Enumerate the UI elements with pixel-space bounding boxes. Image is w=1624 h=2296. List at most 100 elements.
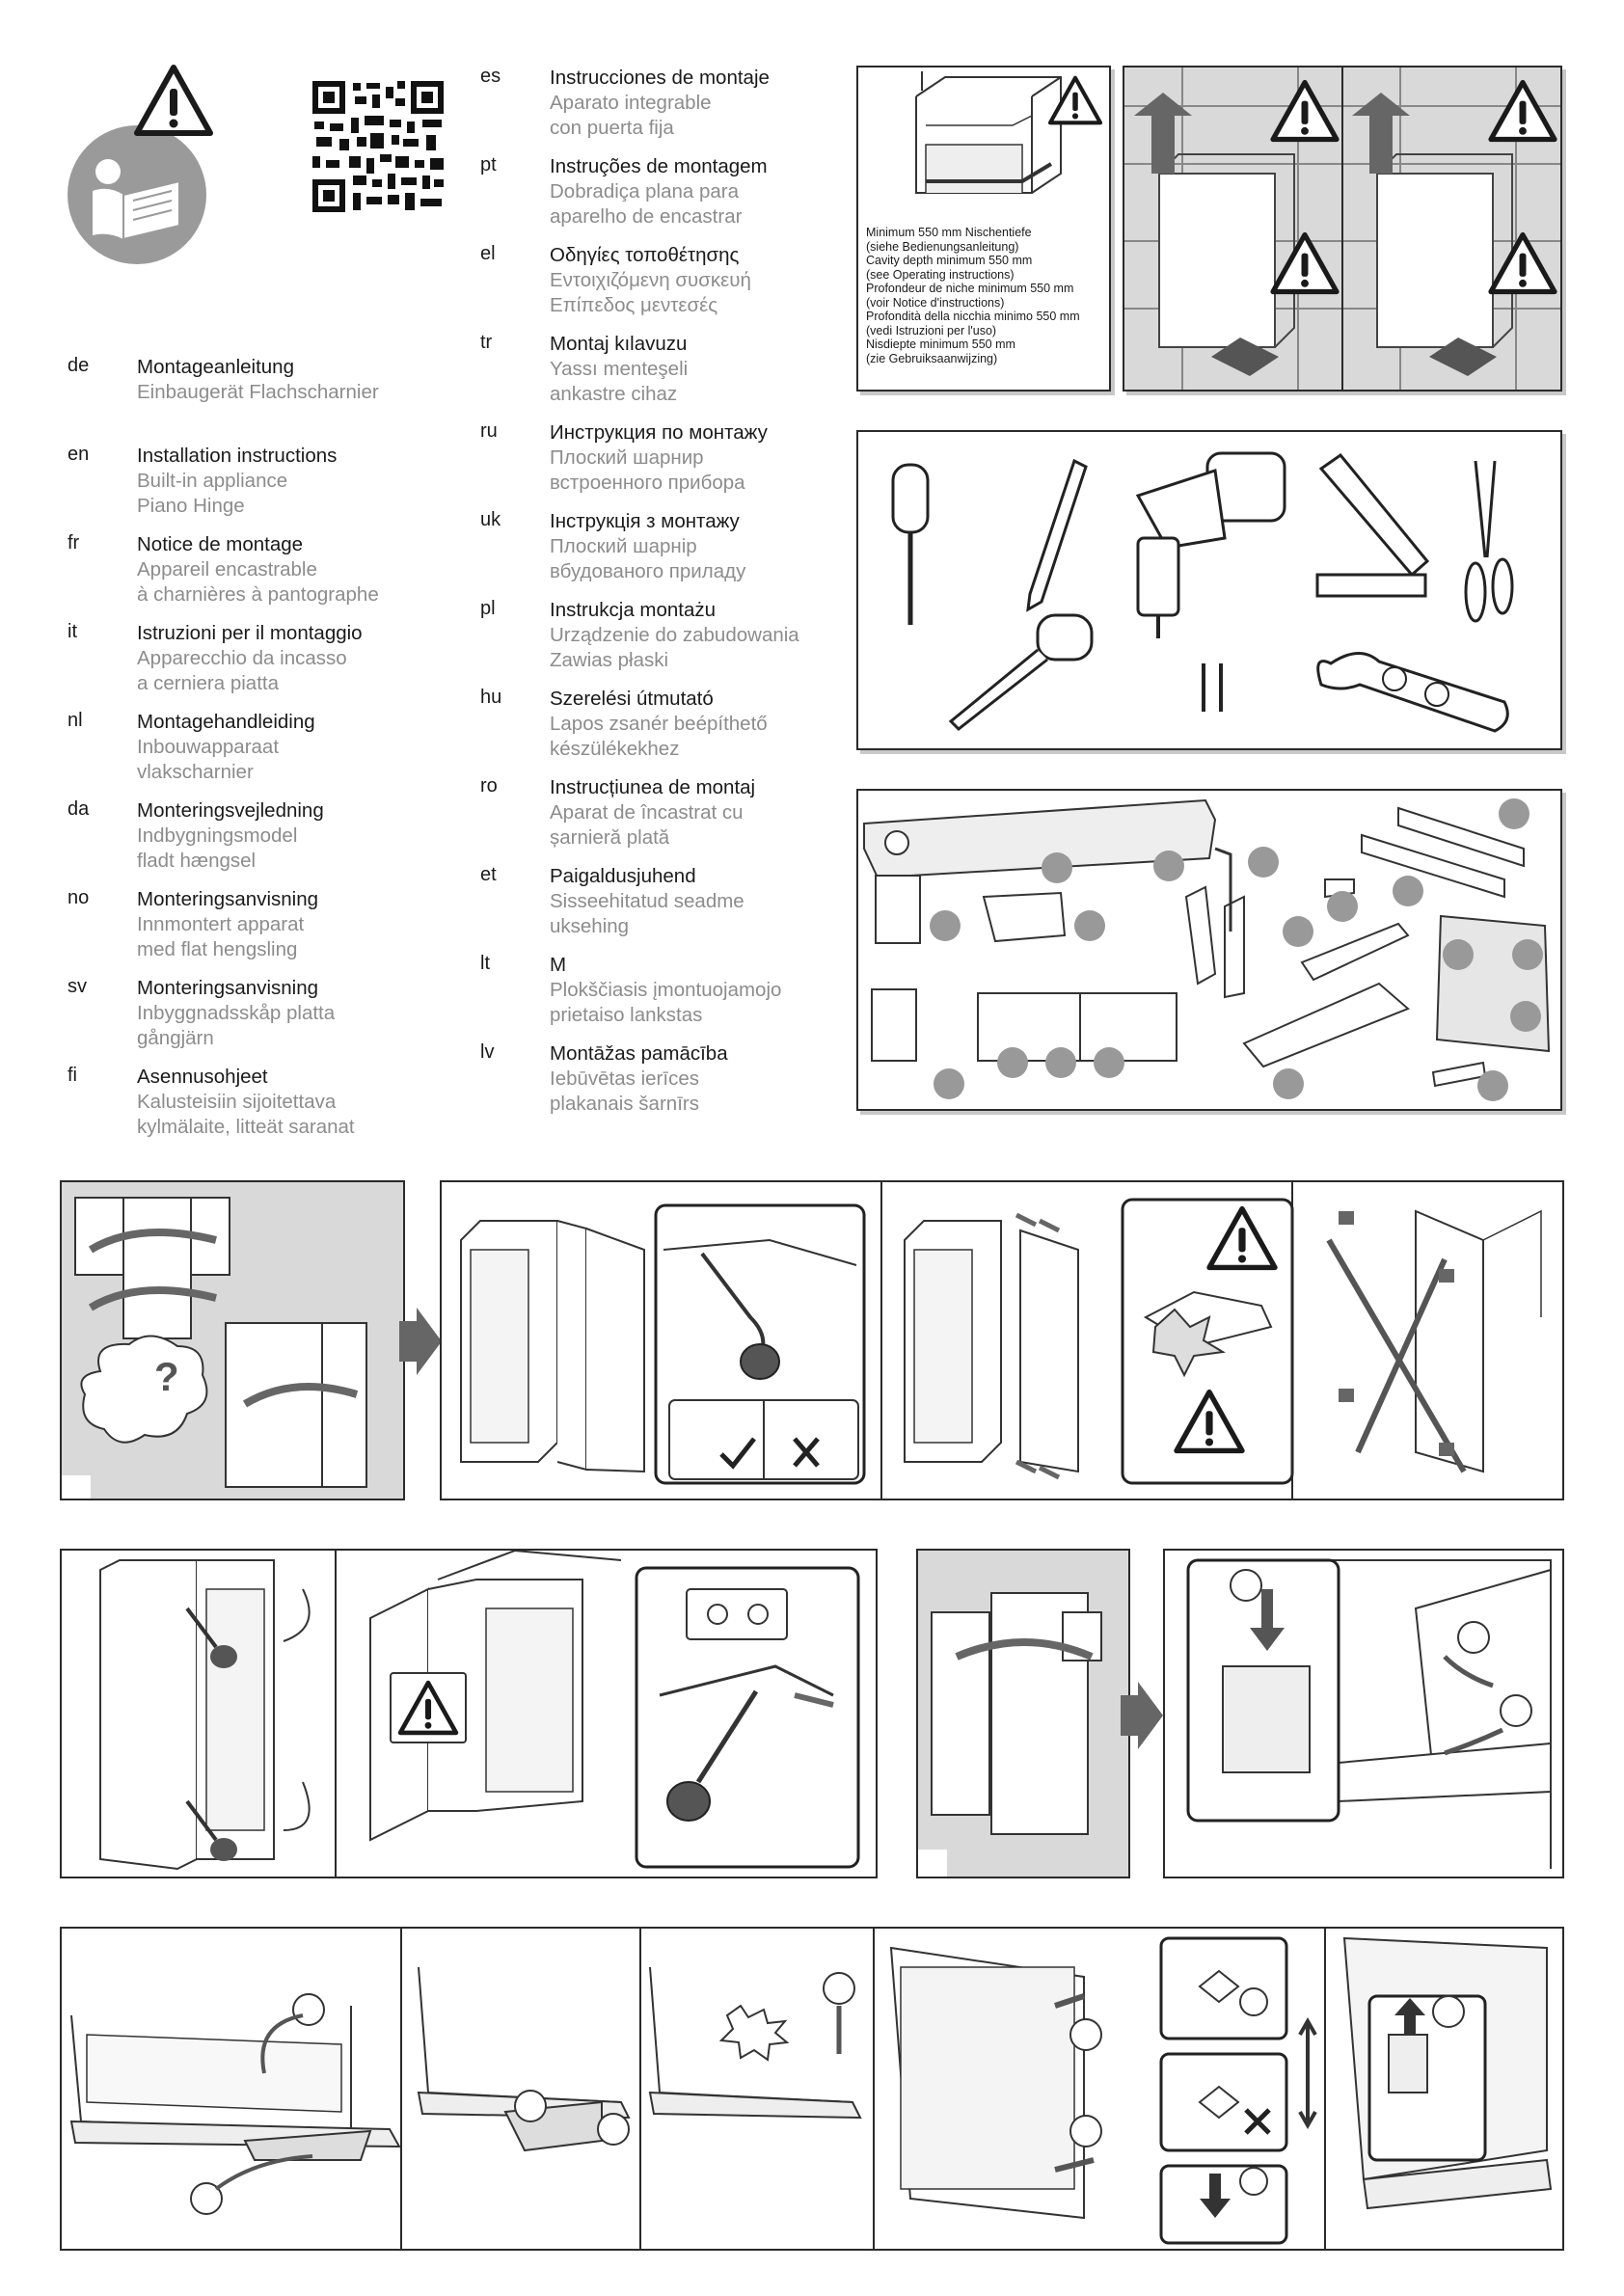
- language-subtitle: Plokščiasis įmontuojamojo: [550, 979, 782, 1001]
- language-subtitle: Piano Hinge: [137, 495, 245, 517]
- warning-triangle-icon: [1173, 1389, 1246, 1454]
- language-title: Montagehandleiding: [137, 711, 315, 733]
- cavity-depth-note: Minimum 550 mm Nischentiefe (siehe Bedie…: [866, 226, 1080, 365]
- check-icon: [719, 1437, 756, 1470]
- language-subtitle: вбудованого приладу: [550, 560, 746, 582]
- language-subtitle: Sisseehitatud seadme: [550, 890, 744, 912]
- warning-triangle-icon: [1487, 79, 1558, 143]
- language-title: Montaj kılavuzu: [550, 333, 688, 355]
- cavity-note-line: Profondità della nicchia minimo 550 mm: [866, 310, 1080, 323]
- language-subtitle: Innmontert apparat: [137, 913, 305, 935]
- language-title: Montāžas pamācība: [550, 1042, 728, 1065]
- language-title: Οδηγίες τοποθέτησης: [550, 244, 740, 266]
- language-code: da: [68, 798, 90, 820]
- language-subtitle: Urządzenie do zabudowania: [550, 624, 799, 646]
- next-step-arrow-icon: [399, 1308, 442, 1375]
- language-title: Szerelési útmutató: [550, 688, 714, 710]
- language-subtitle: gångjärn: [137, 1027, 214, 1049]
- language-code: de: [68, 355, 90, 376]
- language-title: Notice de montage: [137, 533, 304, 555]
- language-code: pt: [480, 154, 497, 176]
- step-hinge-mounting-panel: [60, 1549, 878, 1878]
- language-title: Monteringsvejledning: [137, 799, 324, 822]
- language-title: Monteringsanvisning: [137, 888, 319, 910]
- cross-icon: [1244, 2108, 1271, 2135]
- language-subtitle: Appareil encastrable: [137, 558, 317, 581]
- tools-panel: [856, 430, 1562, 750]
- language-subtitle: Iebūvētas ierīces: [550, 1067, 699, 1090]
- cavity-note-line: Cavity depth minimum 550 mm: [866, 254, 1033, 267]
- language-subtitle: Dobradiça plana para: [550, 180, 740, 203]
- warning-triangle-icon: [1047, 75, 1103, 125]
- cavity-note-line: (see Operating instructions): [866, 267, 1015, 282]
- cavity-note-line: (voir Notice d'instructions): [866, 295, 1005, 310]
- language-code: fr: [68, 532, 80, 554]
- step-door-fastening-panel: [1163, 1549, 1564, 1878]
- language-code: it: [68, 621, 77, 642]
- language-subtitle: Kalusteisiin sijoitettava: [137, 1091, 337, 1113]
- question-mark-icon: ?: [154, 1354, 179, 1399]
- language-code: lt: [480, 953, 490, 974]
- language-subtitle: Built-in appliance: [137, 470, 288, 492]
- language-subtitle: Inbouwapparaat: [137, 736, 280, 758]
- language-subtitle: kylmälaite, litteät saranat: [137, 1116, 355, 1138]
- language-code: no: [68, 887, 90, 908]
- language-subtitle: plakanais šarnīrs: [550, 1093, 699, 1115]
- drill-bits-icon: [1202, 663, 1223, 712]
- warning-triangle-icon: [1269, 231, 1340, 295]
- ventilation-panel: [1123, 66, 1562, 392]
- language-title: Инструкция по монтажу: [550, 421, 768, 444]
- language-title: Instrucțiunea de montaj: [550, 776, 756, 798]
- cavity-depth-panel: Minimum 550 mm Nischentiefe (siehe Bedie…: [856, 66, 1111, 392]
- warning-triangle-icon: [1205, 1205, 1279, 1271]
- language-title: Asennusohjeet: [137, 1066, 268, 1088]
- step-cover-fitting-panel: [60, 1927, 1564, 2251]
- language-subtitle: Плоский шарнир: [550, 446, 704, 469]
- cavity-note-line: Minimum 550 mm Nischentiefe: [866, 226, 1032, 239]
- language-code: tr: [480, 332, 493, 353]
- cavity-illustration: [915, 71, 1062, 194]
- step-hinge-removal-panel: [440, 1180, 1564, 1500]
- language-code: en: [68, 444, 90, 465]
- language-code: hu: [480, 687, 502, 708]
- language-subtitle: Επίπεδος μεντεσές: [550, 294, 718, 316]
- language-subtitle: Εντοιχιζόμενη συσκευή: [550, 269, 751, 291]
- language-title: Montageanleitung: [137, 356, 294, 378]
- language-subtitle: Indbygningsmodel: [137, 824, 298, 847]
- next-step-arrow-icon: [1121, 1682, 1163, 1749]
- language-code: ro: [480, 775, 498, 797]
- pencil-icon: [1026, 458, 1088, 612]
- language-subtitle: Aparato integrable: [550, 92, 712, 114]
- language-title: Instrucciones de montaje: [550, 67, 770, 89]
- language-title: Monteringsanvisning: [137, 977, 319, 999]
- language-code: pl: [480, 598, 496, 619]
- step-door-swing-panel: [916, 1549, 1130, 1878]
- language-title: M: [550, 954, 567, 976]
- language-subtitle: ankastre cihaz: [550, 383, 678, 405]
- language-subtitle: Einbaugerät Flachscharnier: [137, 381, 379, 403]
- language-title: Istruzioni per il montaggio: [137, 622, 363, 644]
- language-code: sv: [68, 976, 87, 997]
- language-subtitle: встроенного прибора: [550, 472, 745, 494]
- language-subtitle: Lapos zsanér beépíthető: [550, 713, 768, 735]
- language-code: uk: [480, 509, 501, 530]
- language-title: Instruções de montagem: [550, 155, 768, 177]
- language-title: Paigaldusjuhend: [550, 865, 696, 887]
- step-door-reversal-panel: ?: [60, 1180, 405, 1500]
- language-subtitle: vlakscharnier: [137, 761, 254, 783]
- tape-measure-icon: [948, 613, 1094, 731]
- warning-triangle-icon: [1269, 79, 1340, 143]
